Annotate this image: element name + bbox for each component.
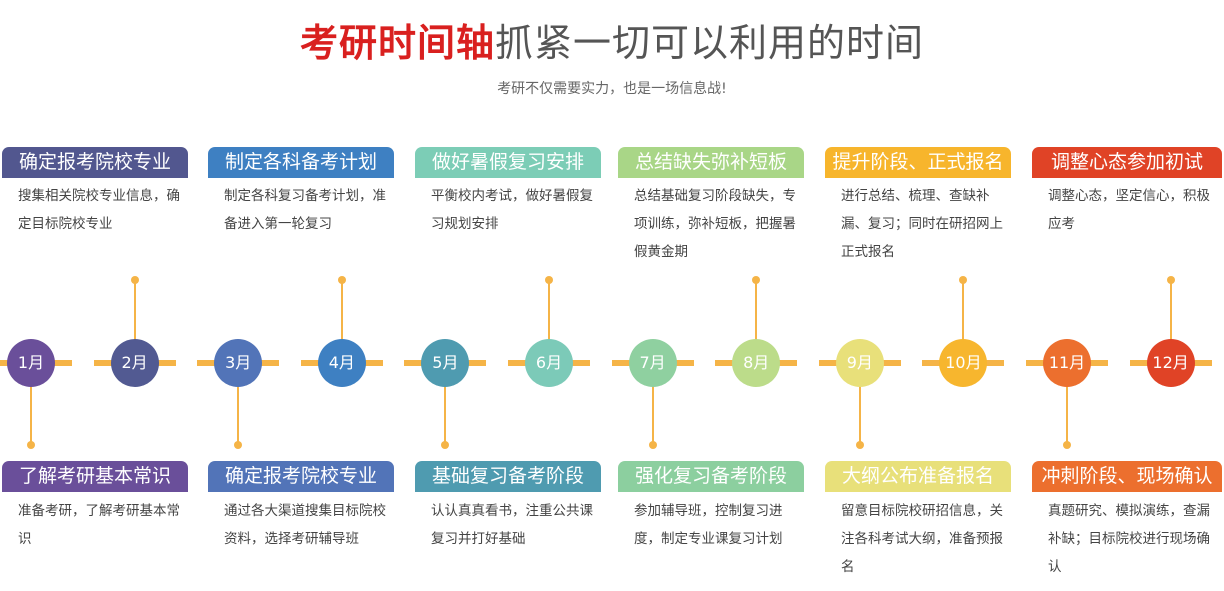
- bottom-stage-title: 强化复习备考阶段: [618, 461, 804, 492]
- connector-dot: [752, 276, 761, 284]
- top-stage-description: 平衡校内考试，做好暑假复习规划安排: [431, 188, 593, 232]
- top-stage-description: 制定各科复习备考计划，准备进入第一轮复习: [224, 188, 386, 232]
- connector-dot: [130, 276, 139, 284]
- top-stage-title: 调整心态参加初试: [1032, 147, 1222, 178]
- connector-stem: [133, 282, 136, 342]
- bottom-stage-description: 真题研究、模拟演练，查漏补缺；目标院校进行现场确认: [1048, 503, 1210, 575]
- bottom-stage-title: 基础复习备考阶段: [415, 461, 601, 492]
- month-circle: 11月: [1043, 339, 1091, 387]
- month-circle: 9月: [835, 339, 884, 387]
- page-title: 考研时间轴抓紧一切可以利用的时间: [0, 12, 1224, 67]
- connector-stem: [651, 385, 654, 445]
- bottom-stage-description: 参加辅导班，控制复习进度，制定专业课复习计划: [634, 503, 783, 547]
- connector-stem: [548, 282, 550, 342]
- top-stage-title: 确定报考院校专业: [2, 147, 188, 178]
- connector-stem: [340, 282, 343, 342]
- subtitle: 考研不仅需要实力，也是一场信息战!: [497, 81, 727, 97]
- month-circle: 10月: [939, 339, 988, 387]
- connector-stem: [30, 385, 32, 445]
- top-stage-title: 制定各科备考计划: [208, 147, 394, 178]
- top-stage-description: 总结基础复习阶段缺失，专项训练，弥补短板，把握暑假黄金期: [634, 188, 796, 260]
- month-circle: 6月: [525, 339, 573, 387]
- connector-dot: [337, 276, 346, 284]
- bottom-stage-title: 了解考研基本常识: [2, 461, 188, 492]
- title-rest: 抓紧一切可以利用的时间: [495, 21, 925, 65]
- connector-dot: [545, 276, 553, 284]
- connector-dot: [1166, 276, 1175, 284]
- connector-dot: [959, 276, 968, 284]
- top-stage-title: 做好暑假复习安排: [415, 147, 601, 178]
- connector-dot: [1063, 441, 1071, 449]
- top-stage-description: 进行总结、梳理、查缺补漏、复习；同时在研招网上正式报名: [841, 188, 1003, 260]
- bottom-stage-title: 冲刺阶段、现场确认: [1032, 461, 1222, 492]
- bottom-stage-title: 大纲公布准备报名: [825, 461, 1011, 492]
- connector-stem: [755, 282, 758, 342]
- bottom-stage-description: 留意目标院校研招信息，关注各科考试大纲，准备预报名: [841, 503, 1003, 575]
- month-circle: 4月: [317, 339, 366, 387]
- connector-stem: [1066, 385, 1068, 445]
- connector-dot: [234, 441, 243, 449]
- top-stage-title: 总结缺失弥补短板: [618, 147, 804, 178]
- title-highlight: 考研时间轴: [299, 21, 495, 65]
- connector-stem: [237, 385, 240, 445]
- connector-dot: [855, 441, 864, 449]
- month-circle: 5月: [421, 339, 470, 387]
- connector-stem: [444, 385, 447, 445]
- top-stage-title: 提升阶段、正式报名: [825, 147, 1011, 178]
- month-circle: 8月: [732, 339, 781, 387]
- connector-stem: [962, 282, 965, 342]
- month-circle: 3月: [214, 339, 263, 387]
- connector-dot: [441, 441, 450, 449]
- connector-stem: [1169, 282, 1172, 342]
- bottom-stage-description: 认认真真看书，注重公共课复习并打好基础: [431, 503, 593, 547]
- bottom-stage-description: 通过各大渠道搜集目标院校资料，选择考研辅导班: [224, 503, 386, 547]
- month-circle: 12月: [1146, 339, 1195, 387]
- bottom-stage-title: 确定报考院校专业: [208, 461, 394, 492]
- connector-dot: [648, 441, 657, 449]
- month-circle: 7月: [628, 339, 677, 387]
- connector-stem: [858, 385, 861, 445]
- month-circle: 2月: [110, 339, 159, 387]
- top-stage-description: 搜集相关院校专业信息，确定目标院校专业: [18, 188, 180, 232]
- month-circle: 1月: [7, 339, 55, 387]
- connector-dot: [27, 441, 35, 449]
- bottom-stage-description: 准备考研，了解考研基本常识: [18, 503, 180, 547]
- top-stage-description: 调整心态，坚定信心，积极应考: [1048, 188, 1210, 232]
